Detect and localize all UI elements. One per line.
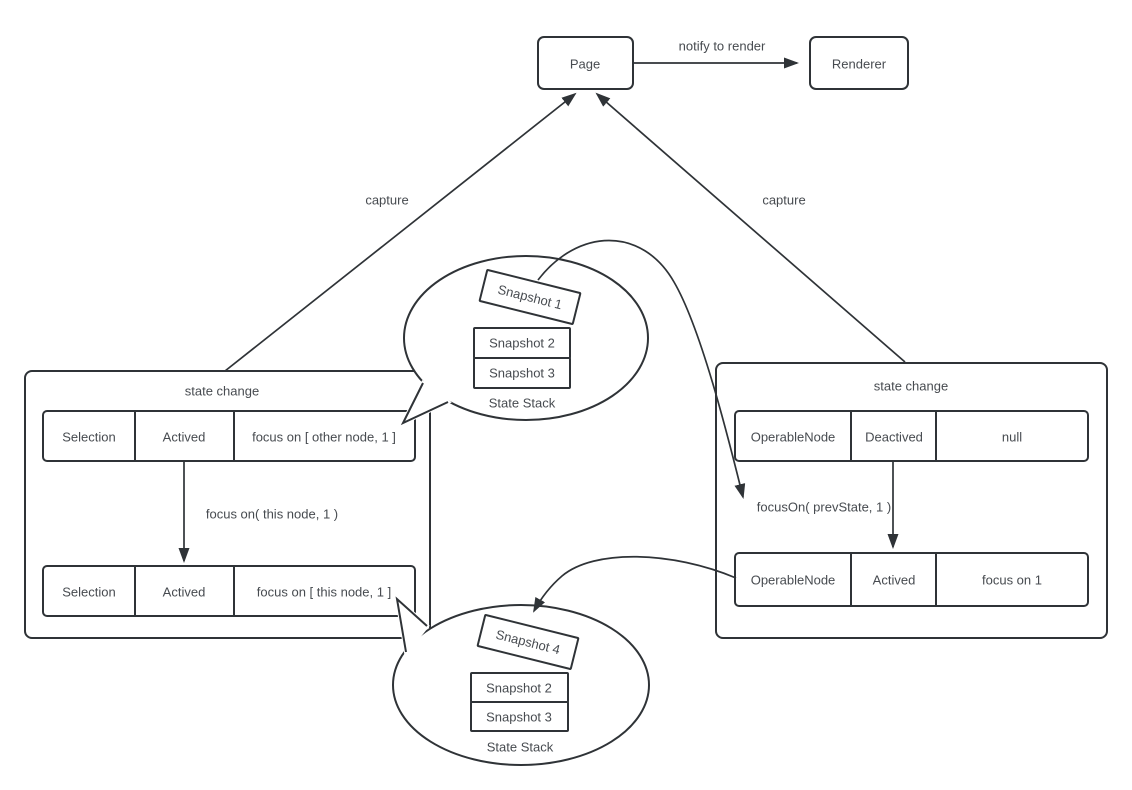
capture-left-label: capture bbox=[365, 193, 408, 208]
snapshot1-to-focuson-connector bbox=[537, 239, 746, 499]
bottom-snapshot4-box bbox=[476, 614, 580, 670]
right-row2-cell-3: focus on 1 bbox=[982, 573, 1042, 588]
left-transition-label: focus on( this node, 1 ) bbox=[206, 507, 338, 522]
left-row1-cell-3: focus on [ other node, 1 ] bbox=[252, 430, 396, 445]
top-floating-snapshot: Snapshot 1 bbox=[478, 269, 582, 325]
left-row1-cell-1: Selection bbox=[62, 430, 115, 445]
right-row1-cell-2: Deactived bbox=[865, 430, 923, 445]
right-row1-box bbox=[734, 410, 1089, 462]
bottom-stack-title: State Stack bbox=[487, 740, 554, 755]
left-row2-cell-3: focus on [ this node, 1 ] bbox=[257, 585, 391, 600]
bottom-state-stack-bubble: Snapshot 4 Snapshot 2 Snapshot 3 State S… bbox=[392, 593, 650, 766]
top-snapshot3-box bbox=[473, 357, 571, 389]
left-row1-cell-2: Actived bbox=[163, 430, 206, 445]
right-row1-cell-3: null bbox=[1002, 430, 1022, 445]
row2-to-snapshot4-connector bbox=[533, 555, 737, 613]
right-row2-cell-2: Actived bbox=[873, 573, 916, 588]
right-row2-cell-1: OperableNode bbox=[751, 573, 836, 588]
left-row2-cell-1: Selection bbox=[62, 585, 115, 600]
right-row1-cell-1: OperableNode bbox=[751, 430, 836, 445]
renderer-box bbox=[809, 36, 909, 90]
capture-right-label: capture bbox=[762, 193, 805, 208]
left-row2-cell-2: Actived bbox=[163, 585, 206, 600]
right-row2-box bbox=[734, 552, 1089, 607]
capture-arrow-left bbox=[224, 92, 577, 372]
right-state-change-title: state change bbox=[874, 379, 948, 394]
right-state-change-group: state change OperableNode Deactived null… bbox=[715, 362, 1108, 639]
renderer-label: Renderer bbox=[832, 57, 887, 72]
top-stack-title: State Stack bbox=[489, 396, 556, 411]
top-snapshot3-label: Snapshot 3 bbox=[489, 366, 555, 381]
left-state-change-group: state change Selection Actived focus on … bbox=[24, 370, 431, 639]
bottom-snapshot3-box bbox=[470, 701, 569, 732]
right-transition-label: focusOn( prevState, 1 ) bbox=[757, 500, 891, 515]
top-state-stack-bubble: Snapshot 1 Snapshot 2 Snapshot 3 State S… bbox=[398, 255, 649, 428]
top-snapshot2-label: Snapshot 2 bbox=[489, 336, 555, 351]
page-label: Page bbox=[570, 57, 600, 72]
top-bubble-tail bbox=[400, 382, 449, 426]
bottom-bubble-tail bbox=[395, 596, 428, 653]
capture-arrow-right bbox=[595, 92, 906, 363]
bottom-snapshot2-label: Snapshot 2 bbox=[486, 681, 552, 696]
left-state-change-title: state change bbox=[185, 384, 259, 399]
bottom-snapshot3-label: Snapshot 3 bbox=[486, 710, 552, 725]
bottom-floating-snapshot: Snapshot 4 bbox=[476, 614, 580, 670]
top-snapshot1-box bbox=[478, 269, 582, 325]
notify-arrow-label: notify to render bbox=[679, 39, 766, 54]
